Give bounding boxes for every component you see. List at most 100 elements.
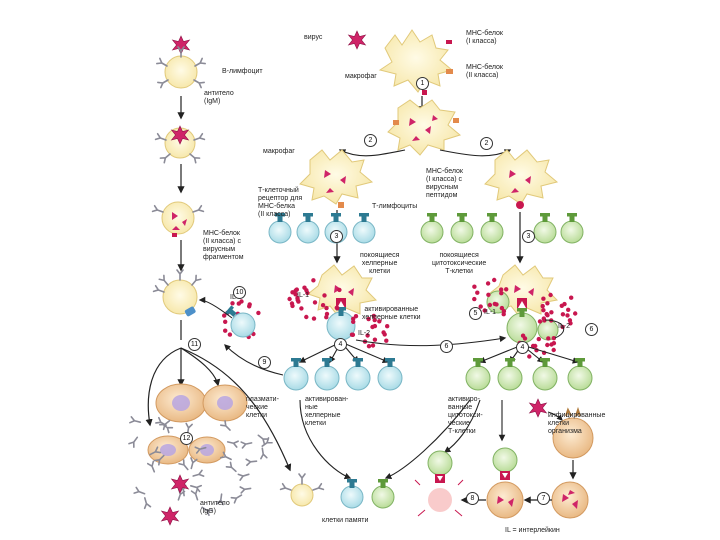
label-macrophage: макрофаг	[345, 73, 377, 80]
interleukin-particle	[293, 292, 298, 297]
antibody-igg-mark	[220, 420, 233, 434]
step-number: 6	[585, 323, 598, 336]
macrophage-class1-presenting	[484, 149, 559, 209]
macrophage-class2-presenting	[299, 149, 374, 208]
cytotoxic-t-cell	[480, 213, 504, 244]
interleukin-particle	[472, 284, 477, 289]
interleukin-particle	[351, 319, 356, 324]
b-cell-pathway	[128, 35, 325, 526]
interleukin-particle	[366, 316, 371, 322]
interleukin-particle	[549, 342, 554, 347]
interleukin-particle	[324, 305, 329, 311]
interleukin-particle	[569, 295, 574, 300]
label-mhc-class1: МНС-белок (I класса)	[466, 30, 503, 45]
b-cell-internalized-virus	[151, 201, 205, 237]
cytotoxic-t-cell	[560, 213, 584, 244]
antibody-igg-mark	[178, 459, 191, 473]
b-lymphocyte-cell	[156, 46, 206, 89]
antibody-igg-mark	[239, 484, 252, 494]
interleukin-particle	[365, 333, 370, 338]
antibody-igg-mark	[146, 460, 158, 474]
cytotoxic-t-cell	[533, 213, 557, 244]
antibody-igg-mark	[129, 416, 142, 426]
step-number: 8	[466, 492, 479, 505]
label-infected-cells: инфицированные клетки организма	[548, 412, 606, 435]
step-number: 2	[364, 134, 377, 147]
helper-t-cell	[352, 213, 376, 244]
arrow	[443, 399, 481, 453]
antibody-igg-mark	[255, 432, 269, 445]
step-number: 12	[180, 432, 193, 445]
antibody-igg-mark	[226, 438, 239, 448]
infected-body-cell	[551, 481, 589, 519]
interleukin-particle	[295, 297, 300, 303]
b-cell-activated	[152, 269, 202, 317]
macrophage-with-virus	[387, 99, 462, 156]
interleukin-particle	[372, 337, 378, 342]
activated-cytotoxic-t-cell	[567, 358, 593, 391]
b-cell-binding-virus	[154, 125, 206, 164]
interleukin-particle	[223, 319, 228, 324]
antibody-igg-mark	[128, 434, 141, 448]
antibody-igg-mark	[258, 447, 268, 460]
label-antibody-igm: антитело (IgM)	[204, 90, 234, 105]
arrow	[299, 399, 352, 480]
step-number: 1	[416, 77, 429, 90]
label-mhc-class1-viral: МНС-белок (I класса) с вирусным пептидом	[426, 168, 463, 199]
interleukin-particle	[487, 302, 493, 308]
interleukin-particle	[294, 287, 299, 292]
resting-cytotoxic-t-cells	[420, 213, 584, 244]
step-number: 4	[516, 341, 529, 354]
il2-loop	[544, 319, 565, 339]
label-footer: IL = интерлейкин	[505, 527, 560, 534]
interleukin-particle	[322, 293, 327, 298]
plasma-cell	[202, 384, 248, 422]
label-b-lymphocyte: В-лимфоцит	[222, 68, 263, 75]
interleukin-particle	[540, 303, 545, 309]
interleukin-particle	[353, 314, 359, 319]
interleukin-particle	[499, 305, 505, 311]
arrow	[439, 149, 512, 157]
interleukin-particle	[562, 301, 567, 307]
label-activated-helper: активированные хелперные клетки	[362, 306, 421, 321]
label-t-lymphocytes: Т-лимфоциты	[372, 203, 418, 210]
helper-t-cell	[296, 213, 320, 244]
interleukin-particle	[567, 318, 573, 323]
step-number: 6	[440, 340, 453, 353]
virus-particle	[348, 30, 366, 50]
plasma-cell	[147, 435, 189, 465]
interleukin-particle	[372, 317, 377, 323]
interleukin-particle	[541, 296, 546, 301]
memory-helper-cell	[340, 479, 364, 509]
interleukin-particle	[299, 306, 304, 311]
step-number: 7	[537, 492, 550, 505]
interleukin-particle	[545, 301, 550, 306]
interleukin-particle	[499, 291, 504, 296]
label-resting-cytotoxic: покоящиеся цитотоксические Т-клетки	[432, 252, 487, 275]
interleukin-particle	[290, 303, 295, 309]
step-number: 5	[469, 307, 482, 320]
interleukin-particle	[482, 308, 487, 313]
activated-helper-t-cell	[377, 358, 403, 391]
interleukin-particle	[377, 319, 382, 324]
plasma-cell	[155, 383, 207, 423]
activated-cytotoxic-t-cell	[465, 358, 491, 391]
interleukin-particle	[566, 307, 571, 312]
activated-helper-t-cell	[283, 358, 309, 391]
resting-helper-t-cells	[268, 213, 376, 244]
interleukin-particle	[549, 310, 554, 315]
label-il2-right: IL-2	[558, 323, 571, 330]
interleukin-particle	[302, 285, 307, 290]
arrow	[338, 149, 406, 157]
activated-cytotoxic-t-cell	[497, 358, 523, 391]
arrow	[547, 411, 563, 421]
label-resting-helper: покоящиеся хелперные клетки	[360, 252, 400, 275]
label-il1-right: IL-1	[484, 309, 497, 316]
interleukin-particle	[551, 336, 556, 341]
label-macrophage-left: макрофаг	[263, 148, 295, 155]
interleukin-particle	[247, 302, 252, 307]
interleukin-particle	[382, 332, 387, 337]
interleukin-particle	[350, 332, 356, 337]
interleukin-particle	[287, 296, 292, 302]
